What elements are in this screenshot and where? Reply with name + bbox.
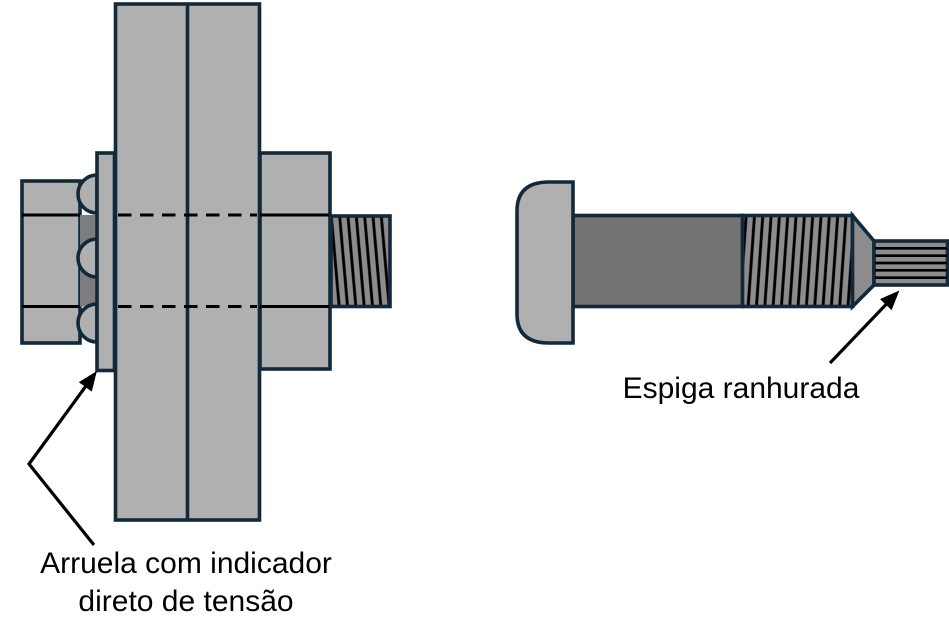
bolt-shank <box>571 213 745 309</box>
protruding-threads <box>329 214 392 309</box>
bolted-joint-assembly <box>20 2 392 522</box>
spline-grooves <box>875 246 947 280</box>
label-dti-washer-line1: Arruela com indicador <box>40 547 332 580</box>
hex-nut <box>258 151 332 371</box>
label-dti-washer-line2: direto de tensão <box>78 585 293 618</box>
leader-arrow-splined-tip <box>828 290 900 365</box>
dti-washer <box>95 151 117 373</box>
leader-arrow-dti-washer <box>26 371 97 547</box>
tension-control-bolt <box>515 180 949 345</box>
threaded-section <box>740 213 855 309</box>
indicator-bump <box>76 237 99 279</box>
taper-neck <box>850 210 876 311</box>
label-splined-shank: Espiga ranhurada <box>623 372 860 405</box>
dome-bolt-head <box>515 180 575 345</box>
indicator-bump <box>76 173 99 215</box>
hex-bolt-head <box>20 179 82 345</box>
indicator-bump <box>76 302 99 344</box>
